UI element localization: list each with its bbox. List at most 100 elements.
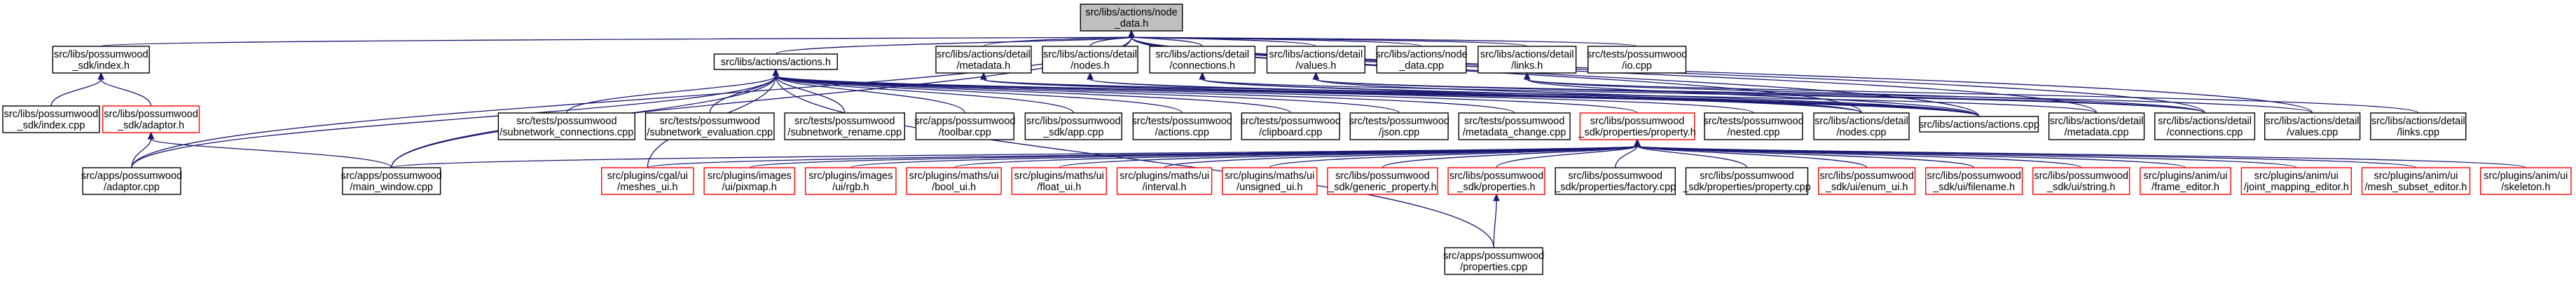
- arrowhead-icon: [1634, 138, 1641, 147]
- graph-node[interactable]: src/libs/actions/actions.h: [713, 53, 838, 70]
- graph-node[interactable]: src/apps/possumwood/adaptor.cpp: [81, 167, 182, 195]
- graph-node[interactable]: src/libs/possumwood_sdk/adaptor.h: [102, 105, 200, 133]
- graph-node[interactable]: src/libs/actions/detail/values.cpp: [2264, 112, 2361, 140]
- graph-node[interactable]: src/libs/possumwood_sdk/properties.h: [1447, 167, 1545, 195]
- graph-node[interactable]: src/libs/actions/detail/metadata.cpp: [2048, 112, 2145, 140]
- node-label: /subnetwork_rename.cpp: [787, 127, 902, 138]
- node-label: _sdk/ui/string.h: [2046, 182, 2116, 193]
- node-label: src/libs/actions/actions.cpp: [1919, 119, 2039, 131]
- graph-node[interactable]: src/libs/actions/node_data.cpp: [1375, 46, 1468, 74]
- node-box: [1149, 46, 1256, 74]
- graph-node[interactable]: src/libs/possumwood_sdk/index.cpp: [2, 105, 100, 133]
- graph-node[interactable]: src/apps/possumwood/toolbar.cpp: [914, 112, 1015, 140]
- graph-node[interactable]: src/plugins/anim/ui/skeleton.h: [2480, 167, 2572, 195]
- node-box: [1376, 46, 1467, 74]
- node-label: src/libs/possumwood: [1819, 171, 1914, 182]
- graph-node[interactable]: src/plugins/anim/ui/joint_mapping_editor…: [2240, 167, 2352, 195]
- node-label: src/plugins/images: [708, 171, 792, 182]
- graph-node[interactable]: src/plugins/maths/ui/interval.h: [1116, 167, 1213, 195]
- node-label: src/libs/possumwood: [1026, 116, 1121, 127]
- node-label: src/tests/possumwood: [659, 116, 759, 127]
- graph-node[interactable]: src/plugins/images/ui/pixmap.h: [703, 167, 796, 195]
- graph-node[interactable]: src/libs/possumwood_sdk/ui/filename.h: [1925, 167, 2023, 195]
- graph-node[interactable]: src/tests/possumwood/subnetwork_evaluati…: [645, 112, 775, 140]
- graph-node[interactable]: src/libs/actions/detail/links.cpp: [2370, 112, 2467, 140]
- node-box: [1685, 167, 1809, 195]
- node-box: [102, 105, 200, 133]
- edge-line: [1382, 145, 1638, 168]
- node-box: [2032, 167, 2130, 195]
- graph-node[interactable]: src/plugins/anim/ui/mesh_subset_editor.h: [2361, 167, 2471, 195]
- graph-node[interactable]: src/libs/possumwood_sdk/properties/facto…: [1554, 167, 1676, 195]
- edge-line: [1201, 79, 2205, 114]
- graph-node[interactable]: src/apps/possumwood/main_window.cpp: [341, 167, 442, 195]
- node-label: /frame_editor.h: [2151, 182, 2219, 193]
- edge-line: [1201, 79, 1980, 117]
- edge-line: [775, 75, 1494, 248]
- node-label: /nodes.h: [1070, 60, 1110, 72]
- node-label: _sdk/properties/property.cpp: [1682, 182, 1811, 193]
- edge-line: [1637, 145, 2417, 168]
- node-box: [2048, 112, 2145, 140]
- node-label: src/libs/possumwood: [54, 49, 149, 60]
- edge-line: [1527, 79, 2205, 114]
- node-label: /adaptor.cpp: [104, 182, 160, 193]
- graph-node[interactable]: src/tests/possumwood/json.cpp: [1349, 112, 1449, 140]
- arrowhead-icon: [97, 72, 105, 80]
- graph-node[interactable]: src/libs/actions/detail/nodes.h: [1042, 46, 1138, 74]
- graph-node[interactable]: src/plugins/maths/ui/unsigned_ui.h: [1222, 167, 1318, 195]
- graph-node[interactable]: src/libs/possumwood_sdk/index.h: [52, 46, 150, 74]
- node-label: src/libs/actions/detail: [1480, 49, 1574, 60]
- node-box: [1024, 112, 1122, 140]
- arrowhead-icon: [1087, 72, 1094, 80]
- graph-node[interactable]: src/libs/actions/detail/connections.h: [1149, 46, 1256, 74]
- edge-line: [100, 79, 152, 107]
- graph-node[interactable]: src/libs/actions/detail/metadata.h: [935, 46, 1032, 74]
- graph-node[interactable]: src/libs/possumwood_sdk/ui/string.h: [2032, 167, 2130, 195]
- graph-node[interactable]: src/libs/possumwood_sdk/properties/prope…: [1682, 167, 1811, 195]
- graph-node[interactable]: src/libs/actions/detail/values.h: [1266, 46, 1365, 74]
- graph-node[interactable]: src/plugins/maths/ui/float_ui.h: [1011, 167, 1108, 195]
- node-label: /metadata.cpp: [2065, 127, 2129, 138]
- graph-node[interactable]: src/libs/actions/detail/nodes.cpp: [1813, 112, 1910, 140]
- node-label: src/tests/possumwood: [1703, 116, 1803, 127]
- edge-line: [131, 138, 152, 168]
- graph-node[interactable]: src/plugins/maths/ui/bool_ui.h: [906, 167, 1002, 195]
- edge-line: [1615, 145, 1638, 168]
- node-label: src/libs/actions/detail: [1269, 49, 1363, 60]
- edge-line: [775, 75, 1183, 114]
- graph-node[interactable]: src/tests/possumwood/subnetwork_connecti…: [497, 112, 635, 140]
- node-label: _sdk/properties/property.h: [1578, 127, 1695, 138]
- node-box: [342, 167, 441, 195]
- node-box: [2154, 112, 2256, 140]
- graph-node[interactable]: src/tests/possumwood/io.cpp: [1587, 46, 1687, 74]
- graph-node[interactable]: src/plugins/cgal/ui/meshes_ui.h: [601, 167, 694, 195]
- graph-node[interactable]: src/tests/possumwood/clipboard.cpp: [1241, 112, 1341, 140]
- node-label: src/plugins/cgal/ui: [607, 171, 688, 182]
- graph-node[interactable]: src/libs/possumwood_sdk/app.cpp: [1024, 112, 1122, 140]
- graph-node[interactable]: src/tests/possumwood/nested.cpp: [1703, 112, 1804, 140]
- graph-node[interactable]: src/libs/actions/actions.cpp: [1919, 116, 2039, 133]
- graph-node[interactable]: src/libs/actions/detail/links.h: [1478, 46, 1577, 74]
- graph-node[interactable]: src/libs/possumwood_sdk/generic_property…: [1327, 167, 1438, 195]
- edge-line: [1637, 145, 1748, 168]
- graph-node[interactable]: src/tests/possumwood/actions.cpp: [1132, 112, 1232, 140]
- graph-node[interactable]: src/libs/possumwood_sdk/ui/enum_ui.h: [1817, 167, 1916, 195]
- node-label: src/libs/actions/detail: [2266, 116, 2360, 127]
- graph-node[interactable]: src/apps/possumwood/properties.cpp: [1443, 247, 1544, 275]
- graph-node: src/libs/actions/node_data.h: [1080, 4, 1183, 32]
- graph-node[interactable]: src/libs/possumwood_sdk/properties/prope…: [1578, 112, 1696, 140]
- edge-line: [131, 75, 776, 168]
- graph-node[interactable]: src/plugins/anim/ui/frame_editor.h: [2140, 167, 2231, 195]
- arrowhead-icon: [1199, 72, 1206, 80]
- graph-node[interactable]: src/plugins/images/ui/rgb.h: [804, 167, 897, 195]
- node-box: [1011, 167, 1108, 195]
- graph-node[interactable]: src/libs/actions/detail/connections.cpp: [2154, 112, 2256, 140]
- dependency-edge: [1493, 193, 1500, 248]
- node-box: [2, 105, 100, 133]
- graph-node[interactable]: src/tests/possumwood/subnetwork_rename.c…: [784, 112, 905, 140]
- node-label: /subnetwork_connections.cpp: [500, 127, 633, 138]
- node-label: src/libs/actions/actions.h: [721, 57, 831, 68]
- edge-line: [1315, 79, 1980, 117]
- graph-node[interactable]: src/tests/possumwood/metadata_change.cpp: [1458, 112, 1571, 140]
